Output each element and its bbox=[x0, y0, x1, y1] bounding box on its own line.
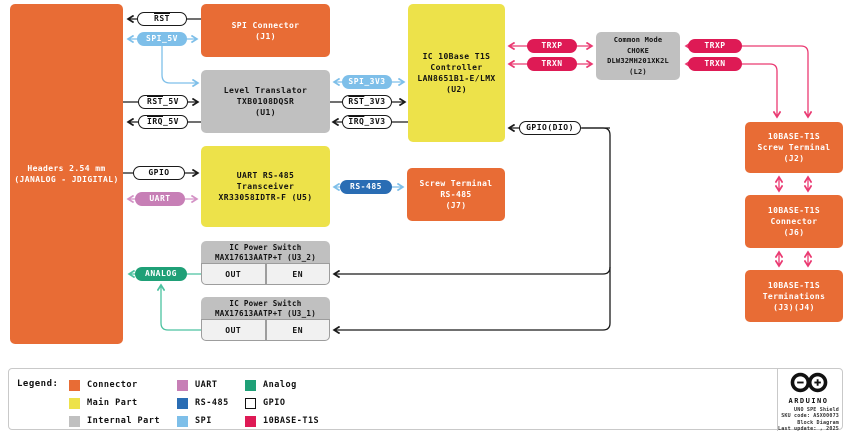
brand-panel: ARDUINO UNO SPE Shield SKU code: ASX0007… bbox=[777, 368, 843, 433]
t1s-controller-block: IC 10Base T1S Controller LAN8651B1-E/LMX… bbox=[408, 4, 505, 142]
legend-item: Internal Part bbox=[69, 415, 177, 427]
trxp-signal-pill: TRXP bbox=[688, 39, 742, 53]
trxn-signal-pill: TRXN bbox=[527, 57, 577, 71]
trxn-signal-pill: TRXN bbox=[688, 57, 742, 71]
headers-block: Headers 2.54 mm (JANALOG - JDIGITAL) bbox=[10, 4, 123, 344]
legend-swatch-icon bbox=[245, 415, 256, 427]
legend-item: SPI bbox=[177, 415, 245, 427]
t1s-terminations-block: 10BASE-T1S Terminations (J3)(J4) bbox=[745, 270, 843, 322]
level-translator-block: Level Translator TXB0108DQSR (U1) bbox=[201, 70, 330, 133]
en-pin: EN bbox=[265, 319, 330, 341]
arduino-logo-icon bbox=[786, 371, 832, 398]
trxp-signal-pill: TRXP bbox=[527, 39, 577, 53]
legend-item: Analog bbox=[245, 379, 365, 391]
t1s-connector-block: 10BASE-T1S Connector (J6) bbox=[745, 195, 843, 248]
spi-connector-block: SPI Connector (J1) bbox=[201, 4, 330, 57]
legend-item: 10BASE-T1S bbox=[245, 415, 365, 427]
legend-item: GPIO bbox=[245, 397, 365, 409]
legend-item-label: Main Part bbox=[87, 398, 138, 408]
legend-item-label: SPI bbox=[195, 416, 212, 426]
t1s-screw-terminal-block: 10BASE-T1S Screw Terminal (J2) bbox=[745, 122, 843, 173]
legend-item-label: Analog bbox=[263, 380, 297, 390]
brand-name: ARDUINO bbox=[788, 397, 829, 405]
legend-swatch-icon bbox=[177, 415, 188, 427]
power-switch-title: IC Power Switch MAX17613AATP+T (U3_1) bbox=[201, 297, 330, 319]
analog-signal-pill: ANALOG bbox=[135, 267, 187, 281]
common-mode-choke-block: Common Mode CHOKE DLW32MH201XK2L (L2) bbox=[596, 32, 680, 80]
uart-signal-pill: UART bbox=[135, 192, 185, 206]
legend-swatch-icon bbox=[245, 397, 256, 409]
legend-label: Legend: bbox=[17, 379, 59, 389]
rst-signal-pill: RST bbox=[137, 12, 187, 26]
legend-item: Connector bbox=[69, 379, 177, 391]
legend-item: Main Part bbox=[69, 397, 177, 409]
rst-5v-signal-pill: RST_5V bbox=[138, 95, 188, 109]
rst-3v3-signal-pill: RST_3V3 bbox=[342, 95, 392, 109]
legend-item: RS-485 bbox=[177, 397, 245, 409]
power-switch-u3-1-block: IC Power Switch MAX17613AATP+T (U3_1) OU… bbox=[201, 297, 330, 341]
uart-transceiver-block: UART RS-485 Transceiver XR33058IDTR-F (U… bbox=[201, 146, 330, 227]
legend-item-label: RS-485 bbox=[195, 398, 229, 408]
legend-item-label: 10BASE-T1S bbox=[263, 416, 320, 426]
out-pin: OUT bbox=[201, 319, 266, 341]
spi-5v-signal-pill: SPI_5V bbox=[137, 32, 187, 46]
legend-item-label: GPIO bbox=[263, 398, 286, 408]
power-switch-title: IC Power Switch MAX17613AATP+T (U3_2) bbox=[201, 241, 330, 263]
legend-swatch-icon bbox=[245, 379, 256, 391]
gpio-dio-signal-pill: GPIO(DIO) bbox=[519, 121, 581, 135]
spi-3v3-signal-pill: SPI_3V3 bbox=[342, 75, 392, 89]
brand-info: UNO SPE Shield SKU code: ASX00073 Block … bbox=[778, 407, 839, 433]
legend-swatch-icon bbox=[177, 397, 188, 409]
legend-item-label: UART bbox=[195, 380, 218, 390]
legend-swatch-icon bbox=[177, 379, 188, 391]
power-switch-u3-2-block: IC Power Switch MAX17613AATP+T (U3_2) OU… bbox=[201, 241, 330, 285]
irq-3v3-signal-pill: IRQ_3V3 bbox=[342, 115, 392, 129]
rs485-screw-terminal-block: Screw Terminal RS-485 (J7) bbox=[407, 168, 505, 221]
irq-5v-signal-pill: IRQ_5V bbox=[138, 115, 188, 129]
legend-swatch-icon bbox=[69, 379, 80, 391]
legend-swatch-icon bbox=[69, 397, 80, 409]
legend-item: UART bbox=[177, 379, 245, 391]
legend-swatch-icon bbox=[69, 415, 80, 427]
en-pin: EN bbox=[265, 263, 330, 285]
rs485-signal-pill: RS-485 bbox=[340, 180, 392, 194]
legend-item-label: Internal Part bbox=[87, 416, 161, 426]
gpio-signal-pill: GPIO bbox=[133, 166, 185, 180]
out-pin: OUT bbox=[201, 263, 266, 285]
legend-item-label: Connector bbox=[87, 380, 138, 390]
